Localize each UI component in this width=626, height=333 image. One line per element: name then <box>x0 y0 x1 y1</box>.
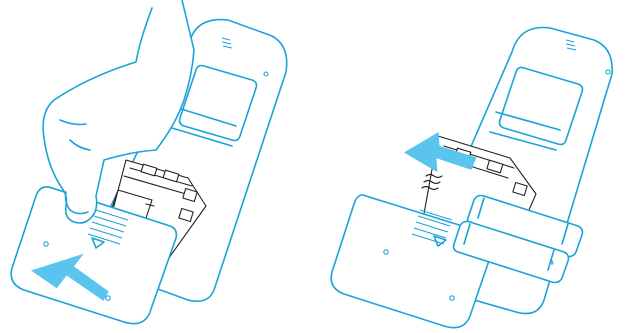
panel-step-2 <box>331 28 612 328</box>
panel-step-1 <box>11 0 287 324</box>
